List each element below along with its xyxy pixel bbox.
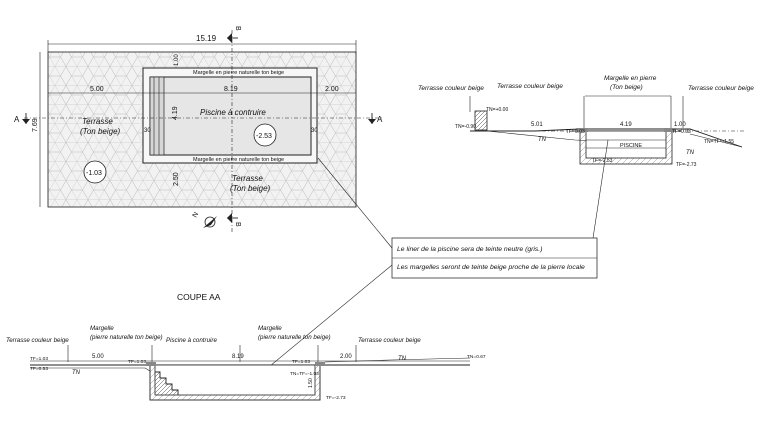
level-terrace-marker [83, 160, 107, 184]
bb-coping-1: Margelle en pierre [604, 75, 657, 82]
terrace-bottom-label-1: Terrasse [232, 174, 263, 183]
bb-dim-b: 4.19 [620, 122, 632, 128]
aa-tn-left-2: TF=0.53 [30, 366, 48, 372]
dim-total-length: 15.19 [196, 34, 217, 43]
note-leader-bb [592, 139, 609, 239]
terrace-bottom-label-2: (Ton beige) [230, 184, 271, 193]
dim-pool-width: 4.19 [172, 106, 179, 120]
coping-top-label: Margelle en pierre naturelle ton beige [193, 70, 284, 76]
aa-terrace-right: Terrasse couleur beige [358, 337, 421, 344]
dim-top: 1.00 [174, 54, 180, 66]
aa-coping-right-1: Margelle [258, 325, 282, 332]
aa-tf-right: TF=1.03 [292, 359, 310, 365]
svg-text:A: A [377, 115, 383, 124]
note-line-1: Le liner de la piscine sera de teinte ne… [397, 246, 542, 253]
aa-pool: Piscine à contruire [166, 337, 217, 344]
bb-tn-right: TN=TF=-1.55 [704, 139, 734, 145]
section-bb-left-block [474, 110, 488, 131]
pool-basin [149, 76, 312, 156]
section-marker-a-left: A [14, 113, 30, 124]
aa-terrace-left: Terrasse couleur beige [6, 337, 69, 344]
note-box: Le liner de la piscine sera de teinte ne… [391, 237, 598, 279]
aa-tn-label-2: TN [398, 356, 407, 362]
pool-label: Piscine à contruire [200, 108, 266, 117]
section-marker-b-bottom: B [227, 213, 241, 227]
bb-tf-bottom-2: TF=-2.73 [676, 162, 697, 168]
bb-tf-a: TF=0.03 [566, 129, 585, 135]
aa-coping-left-1: Margelle [90, 325, 114, 332]
aa-dim-left: 5.00 [92, 354, 104, 360]
svg-text:N: N [192, 211, 201, 219]
section-bb-pool-basin [585, 130, 667, 159]
aa-depth: 1.50 [308, 378, 314, 388]
section-bb: Terrasse couleur beige Terrasse couleur … [418, 75, 754, 168]
level-pool: -2.53 [256, 133, 272, 140]
bb-tn-top: TN=+0.00 [486, 107, 508, 113]
svg-text:B: B [234, 26, 241, 31]
bb-tn-label-1: TN [538, 137, 547, 143]
dim-left: 5.00 [90, 86, 104, 93]
plan-view: 15.19 7.69 5.00 8.19 2.00 1.00 4.19 2.50… [14, 26, 383, 232]
bb-piscine: PISCINE [620, 143, 642, 149]
aa-tf-left: TF=1.03 [128, 359, 146, 365]
aa-tf-right-2: TN=TF=-1.03 [290, 371, 319, 377]
note-leader-plan [317, 157, 393, 249]
bb-tn-left: TN=-0.90 [455, 124, 476, 130]
north-arrow-icon: N [192, 211, 217, 228]
bb-dim-c: 1.00 [674, 122, 686, 128]
section-aa: COUPE AA Terrasse couleur beige Margelle… [6, 292, 486, 401]
terrace-left-label-2: (Ton beige) [80, 127, 121, 136]
aa-dim-pool: 8.19 [232, 354, 244, 360]
aa-tn-right: TN=0.67 [467, 354, 486, 360]
bb-tn-label-2: TN [686, 150, 695, 156]
bb-terrace-right: Terrasse couleur beige [688, 85, 754, 92]
dim-left-coping: 30 [144, 128, 151, 134]
aa-coping-right-2: (pierre naturelle ton beige) [258, 334, 331, 341]
dim-width: 7.69 [32, 118, 39, 132]
level-pool-marker [253, 123, 277, 147]
dim-pool-length: 8.19 [224, 86, 238, 93]
bb-coping-2: (Ton beige) [610, 84, 643, 91]
section-marker-a-right: A [368, 113, 383, 124]
bb-tf-bottom-1: TF=-2.53 [592, 158, 613, 164]
bb-dim-a: 5.01 [531, 122, 543, 128]
pool-stairs [149, 76, 165, 156]
aa-coping-left-2: (pierre naturelle ton beige) [90, 334, 163, 341]
coping-bottom-label: Margelle en pierre naturelle ton beige [193, 157, 284, 163]
bb-terrace-left: Terrasse couleur beige [418, 85, 484, 92]
dim-right-coping: 30 [311, 128, 318, 134]
bb-tf-b: TF=0.03 [672, 129, 691, 135]
aa-title: COUPE AA [177, 292, 221, 302]
bb-terrace-mid: Terrasse couleur beige [497, 83, 563, 90]
aa-dim-right: 2.00 [340, 354, 352, 360]
dim-bottom: 2.50 [173, 172, 180, 186]
dim-right: 2.00 [325, 86, 339, 93]
terrace-left-label-1: Terrasse [82, 117, 113, 126]
note-line-2: Les margelles seront de teinte beige pro… [397, 264, 585, 271]
aa-tf-bottom: TF=-2.73 [326, 395, 346, 401]
aa-tn-label-1: TN [72, 370, 81, 376]
svg-text:B: B [234, 222, 241, 227]
aa-tn-left-1: TF=1.03 [30, 356, 48, 362]
section-marker-b-top: B [227, 26, 241, 43]
svg-text:A: A [14, 115, 20, 124]
level-terrace: -1.03 [86, 170, 102, 177]
